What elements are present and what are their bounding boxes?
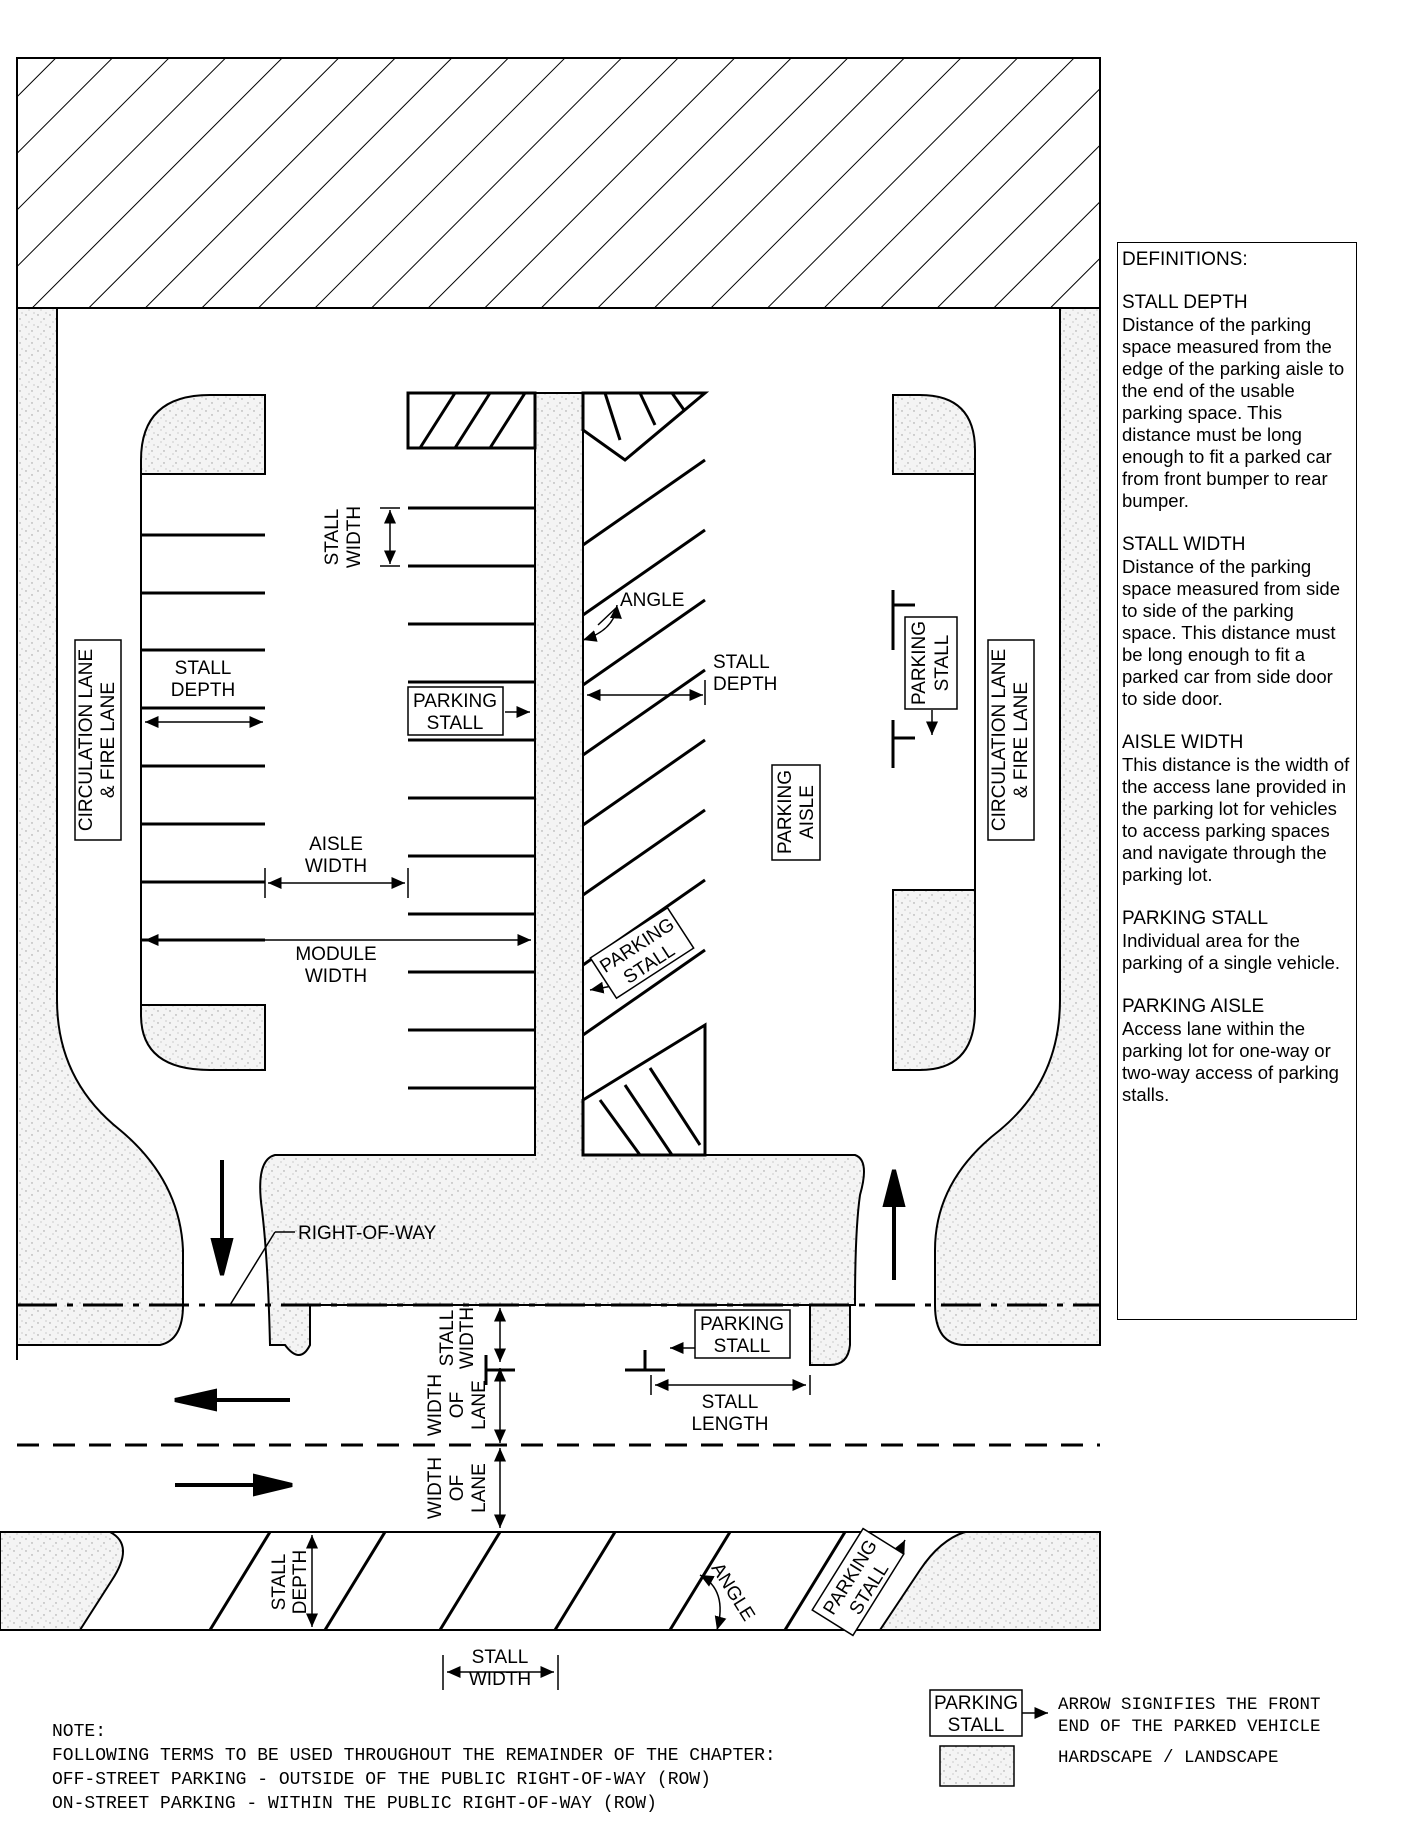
stall-t-marks-right [891,590,915,768]
building-hatched [16,57,1101,309]
stall-length-1: STALL [702,1392,759,1413]
definition-aisle-width: AISLE WIDTH This distance is the width o… [1122,732,1352,886]
legend-arrow-box: PARKING STALL [929,1689,1048,1737]
definition-stall-width: STALL WIDTH Distance of the parking spac… [1122,534,1352,710]
angle-label-top: ANGLE [620,590,684,611]
svg-text:CIRCULATION LANE: CIRCULATION LANE [989,649,1010,831]
svg-text:& FIRE LANE: & FIRE LANE [1011,682,1032,798]
legend-hardscape-text: HARDSCAPE / LANDSCAPE [1058,1748,1279,1768]
dimension-lines [145,507,938,1690]
landscape-bottom-right [878,1531,1101,1631]
circulation-lane-right: CIRCULATION LANE & FIRE LANE [987,639,1035,841]
street-t-marks [484,1350,665,1385]
svg-text:CIRCULATION LANE: CIRCULATION LANE [76,649,97,831]
svg-text:& FIRE LANE: & FIRE LANE [98,682,119,798]
note-line: FOLLOWING TERMS TO BE USED THROUGHOUT TH… [52,1746,776,1766]
definition-term: PARKING STALL [1122,908,1269,929]
striped-no-parking-areas [406,391,710,1157]
parking-stall-street-box: PARKING STALL [694,1309,791,1359]
definition-stall-depth: STALL DEPTH Distance of the parking spac… [1122,292,1352,512]
definition-text: Individual area for the parking of a sin… [1122,930,1341,973]
svg-text:STALL: STALL [714,1336,771,1357]
width-of-lane-1c: LANE [469,1380,490,1430]
circulation-lane-left: CIRCULATION LANE & FIRE LANE [74,639,122,841]
landscape-bottom-left [0,1531,124,1631]
parking-stall-angled-box: PARKING STALL [589,906,695,1000]
right-of-way-label: RIGHT-OF-WAY [298,1223,437,1244]
svg-text:STALL: STALL [427,713,484,734]
definitions-panel: DEFINITIONS: STALL DEPTH Distance of the… [1117,242,1357,1320]
legend-arrow-line-1: ARROW SIGNIFIES THE FRONT [1058,1695,1321,1715]
definition-text: Access lane within the parking lot for o… [1122,1018,1339,1105]
stall-width-street-1: STALL [437,1310,458,1367]
stall-lines-center-left [408,506,535,1090]
svg-text:AISLE: AISLE [797,785,818,839]
definition-term: STALL WIDTH [1122,534,1246,555]
svg-text:PARKING: PARKING [909,621,930,705]
definition-text: Distance of the parking space measured f… [1122,314,1345,511]
note-block: NOTE: FOLLOWING TERMS TO BE USED THROUGH… [52,1720,952,1816]
stall-width-top-2: WIDTH [344,506,365,568]
note-line: OFF-STREET PARKING - OUTSIDE OF THE PUBL… [52,1770,711,1790]
svg-text:STALL: STALL [932,635,953,692]
definition-term: PARKING AISLE [1122,996,1265,1017]
module-width-2: WIDTH [305,966,367,987]
stall-depth-left-1: STALL [175,658,232,679]
stall-length-2: LENGTH [691,1414,768,1435]
legend-arrow-line-2: END OF THE PARKED VEHICLE [1058,1717,1321,1737]
island-left-bottom [140,1004,266,1071]
parking-stall-right-box: PARKING STALL [904,616,958,710]
note-title: NOTE: [52,1722,107,1742]
definition-text: Distance of the parking space measured f… [1122,556,1340,709]
stall-depth-street-2: DEPTH [290,1550,311,1614]
landscape-left-strip [16,307,184,1346]
note-line: ON-STREET PARKING - WITHIN THE PUBLIC RI… [52,1794,657,1814]
definitions-heading: DEFINITIONS: [1122,249,1248,270]
stall-depth-right-1: STALL [713,652,770,673]
legend-hardscape-swatch [939,1745,1015,1787]
divider-bottom-right-nub [809,1304,851,1366]
svg-text:STALL: STALL [948,1715,1005,1736]
width-of-lane-2a: WIDTH [425,1457,446,1519]
svg-text:PARKING: PARKING [700,1314,784,1335]
legend-arrow-text: ARROW SIGNIFIES THE FRONT END OF THE PAR… [1058,1694,1408,1738]
traffic-arrows [174,1160,906,1497]
central-divider [259,392,865,1356]
stall-depth-street-1: STALL [269,1554,290,1611]
stall-width-bottom-1: STALL [472,1647,529,1668]
width-of-lane-1a: WIDTH [425,1374,446,1436]
svg-text:PARKING: PARKING [934,1693,1018,1714]
island-right-top [892,394,976,475]
island-right-mid [892,889,976,1071]
landscape-right-strip [934,307,1101,1346]
aisle-width-2: WIDTH [305,856,367,877]
definition-text: This distance is the width of the access… [1122,754,1350,885]
stall-depth-right-2: DEPTH [713,674,777,695]
width-of-lane-2b: OF [447,1475,468,1501]
stall-width-bottom-2: WIDTH [469,1669,531,1690]
width-of-lane-2c: LANE [469,1463,490,1513]
svg-text:PARKING: PARKING [775,770,796,854]
definition-parking-aisle: PARKING AISLE Access lane within the par… [1122,996,1352,1106]
width-of-lane-1b: OF [447,1392,468,1418]
parking-stall-box: PARKING STALL [407,686,504,736]
svg-text:PARKING: PARKING [413,691,497,712]
definition-term: STALL DEPTH [1122,292,1248,313]
definition-parking-stall: PARKING STALL Individual area for the pa… [1122,908,1352,974]
parking-aisle-box: PARKING AISLE [771,764,821,861]
stall-lines-left-row [141,533,265,942]
stall-width-street-2: WIDTH [457,1307,478,1369]
island-left-top [140,394,266,475]
aisle-width-1: AISLE [309,834,363,855]
definition-term: AISLE WIDTH [1122,732,1244,753]
angle-label-street: ANGLE [707,1559,759,1625]
stall-width-top-1: STALL [322,509,343,566]
stall-depth-left-2: DEPTH [171,680,235,701]
module-width-1: MODULE [295,944,376,965]
